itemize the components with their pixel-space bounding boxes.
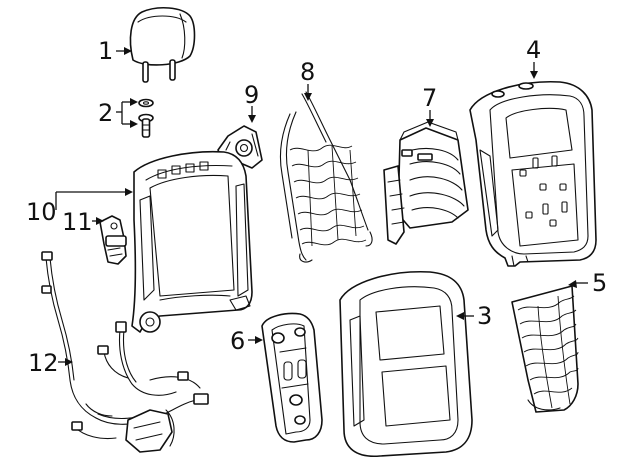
callout-12: 12 xyxy=(28,349,59,377)
part-spring-mat[interactable] xyxy=(279,91,373,263)
part-cushion-pad[interactable] xyxy=(511,285,579,413)
part-side-support[interactable] xyxy=(261,312,323,443)
part-lumbar-assembly[interactable] xyxy=(383,121,469,245)
callout-labels: 1 2 3 4 5 6 7 8 9 10 11 12 xyxy=(26,36,607,377)
leader-lines xyxy=(55,47,588,366)
part-wiring-harness[interactable] xyxy=(41,251,209,453)
part-headrest[interactable] xyxy=(129,7,196,83)
callout-2: 2 xyxy=(98,99,113,127)
part-seatback-frame[interactable] xyxy=(131,150,253,333)
callout-9: 9 xyxy=(244,81,259,109)
callout-11: 11 xyxy=(62,208,93,236)
callout-6: 6 xyxy=(230,327,245,355)
callout-8: 8 xyxy=(300,58,315,86)
cushion-pad-texture xyxy=(517,295,579,409)
callout-1: 1 xyxy=(98,37,113,65)
part-cushion-cover[interactable] xyxy=(339,270,473,457)
callout-7: 7 xyxy=(422,84,437,112)
callout-4: 4 xyxy=(526,36,541,64)
spring-mat-weave xyxy=(289,144,367,247)
callout-10: 10 xyxy=(26,198,57,226)
part-release-actuator[interactable] xyxy=(99,215,127,265)
callout-3: 3 xyxy=(477,302,492,330)
part-seatback-cover[interactable] xyxy=(469,80,597,267)
callout-5: 5 xyxy=(592,269,607,297)
part-headrest-guide[interactable] xyxy=(138,98,154,138)
